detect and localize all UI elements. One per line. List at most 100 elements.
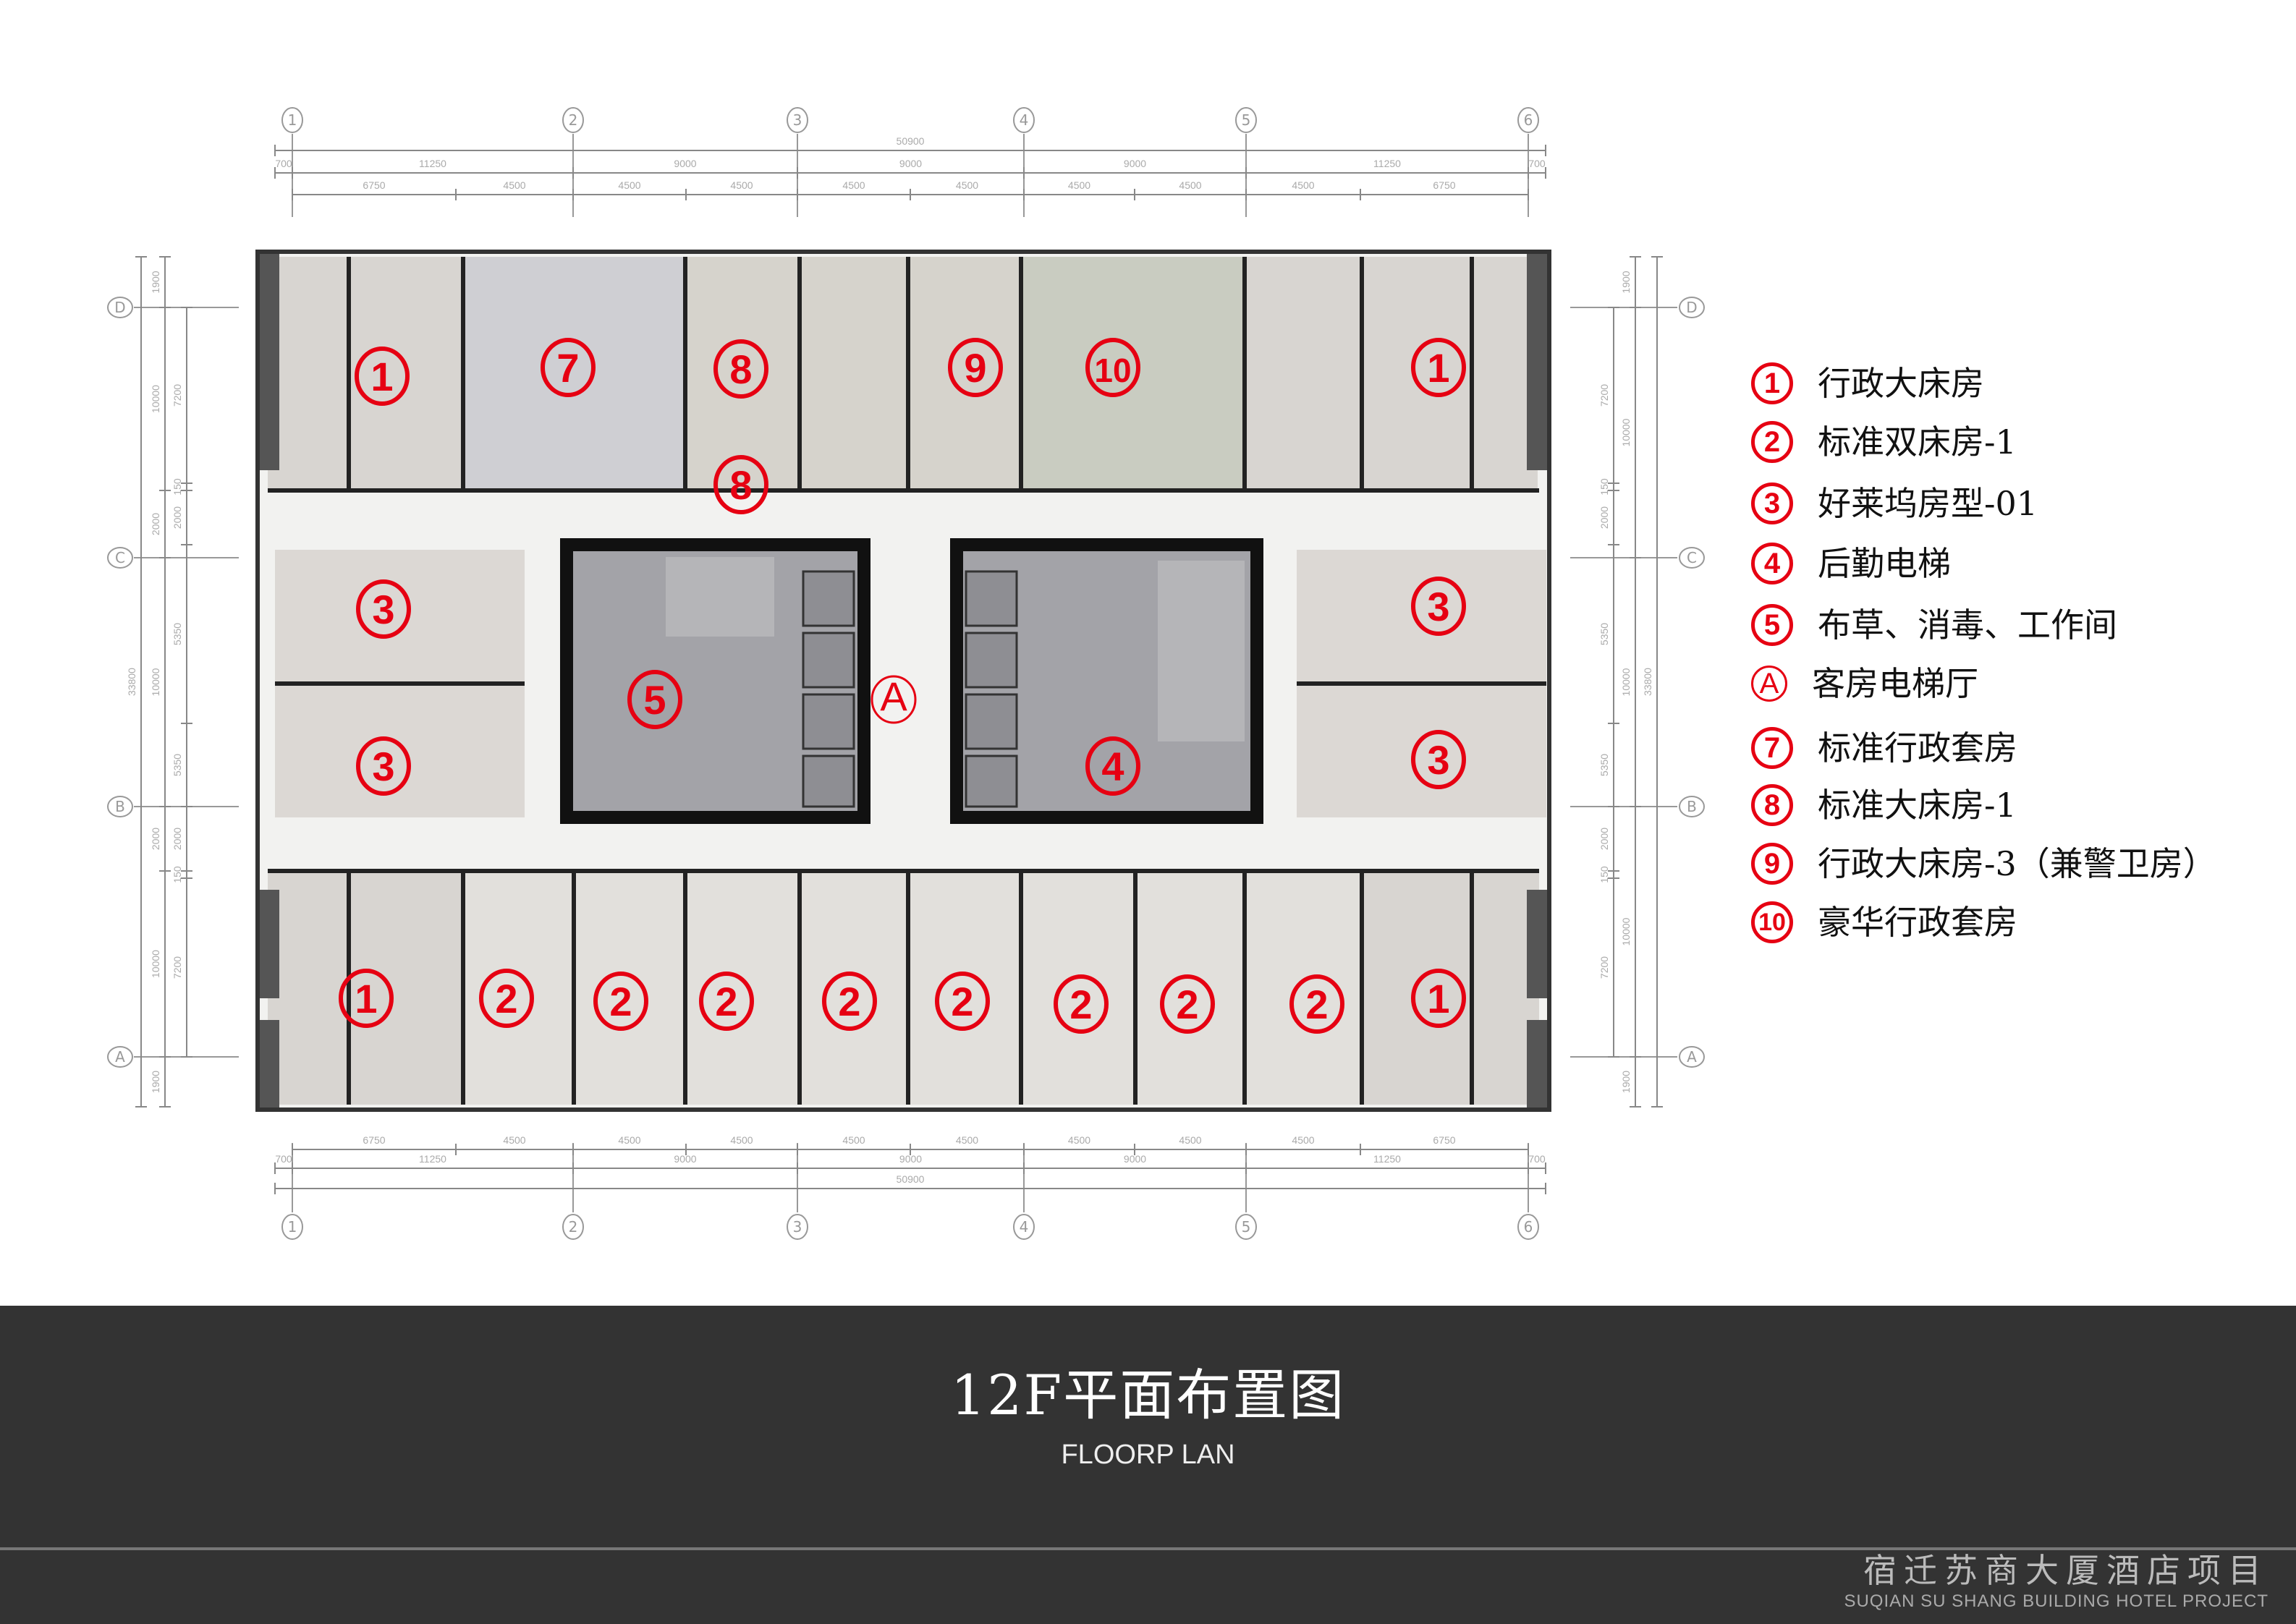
dim-bottom-sub-label: 4500	[1179, 1134, 1201, 1146]
legend-label: 标准行政套房	[1818, 728, 2017, 768]
marker-circle	[713, 339, 768, 399]
marker-circle	[1411, 338, 1466, 397]
room-1-top-left	[268, 257, 463, 490]
legend-marker-icon: 3	[1751, 482, 1793, 524]
dim-top-sub-label: 6750	[363, 179, 385, 191]
room-marker-4: 4	[1085, 736, 1140, 796]
grid-label: 5	[1242, 1218, 1251, 1236]
marker-circle	[948, 338, 1003, 397]
marker-label: 3	[372, 587, 394, 632]
marker-label: 8	[729, 347, 752, 392]
project-name-en: SUQIAN SU SHANG BUILDING HOTEL PROJECT	[1844, 1591, 2269, 1611]
dim-right-inner-label: 5350	[1598, 623, 1610, 645]
room-marker-8: 8	[713, 455, 768, 514]
dim-left-mid-label: 10000	[150, 385, 161, 413]
grid-label: 1	[288, 111, 297, 129]
grid-label: B	[1687, 798, 1697, 815]
legend-marker-icon: A	[1751, 666, 1787, 702]
dim-right-inner-label: 5350	[1598, 754, 1610, 776]
marker-circle	[1085, 736, 1140, 796]
legend-marker-icon: 2	[1751, 421, 1793, 463]
footer-band: 12F平面布置图 FLOORP LAN 宿迁苏商大厦酒店项目 SUQIAN SU…	[0, 1306, 2296, 1624]
marker-label: 10	[1094, 352, 1131, 389]
legend-label: 行政大床房-3（兼警卫房）	[1818, 843, 2216, 883]
dim-left-inner-label: 5350	[171, 623, 183, 645]
grid-label: 2	[569, 1218, 578, 1236]
grid-label: 5	[1242, 111, 1251, 129]
marker-label: 3	[1427, 737, 1449, 783]
dim-bottom-sub-label: 4500	[1292, 1134, 1314, 1146]
room-marker-2: 2	[699, 972, 754, 1031]
grid-label: 1	[288, 1218, 297, 1236]
room-marker-2: 2	[1160, 974, 1215, 1034]
dim-left-mid-label: 10000	[150, 950, 161, 978]
grid-bubble	[1517, 1214, 1539, 1240]
marker-circle	[822, 972, 877, 1031]
marker-label: 1	[1427, 345, 1449, 391]
dim-bottom-total-label: 50900	[897, 1173, 925, 1185]
marker-label: 2	[951, 979, 973, 1024]
dim-bottom-bays-label: 9000	[1124, 1153, 1146, 1165]
legend-label: 行政大床房	[1818, 363, 1984, 403]
grid-bubble	[281, 1214, 303, 1240]
legend-label: 标准双床房-1	[1818, 422, 2017, 462]
room-1-bottom-right	[1362, 871, 1539, 1105]
project-name-cn: 宿迁苏商大厦酒店项目	[1863, 1551, 2269, 1590]
exterior-wall	[255, 250, 1551, 1112]
grid-label: A	[1687, 1048, 1697, 1066]
marker-circle	[339, 969, 394, 1028]
dim-top-sub-label: 4500	[730, 179, 753, 191]
grid-label: 6	[1524, 111, 1533, 129]
marker-label: 2	[1069, 982, 1092, 1027]
legend-label: 客房电梯厅	[1812, 663, 1978, 703]
dim-bottom-bays-label: 11250	[419, 1153, 446, 1165]
legend-marker-icon: 1	[1751, 362, 1793, 404]
grid-bubble	[787, 1214, 808, 1240]
grid-bubble	[1679, 547, 1705, 569]
partition-walls	[268, 257, 1546, 1105]
legend-marker-icon: 8	[1751, 784, 1793, 826]
legend-marker-icon: 4	[1751, 543, 1793, 584]
dim-right-inner-label: 7200	[1598, 956, 1610, 979]
grid-label: 6	[1524, 1218, 1533, 1236]
legend-item: 1 行政大床房	[1751, 358, 1984, 409]
dim-right-mid-label: 10000	[1620, 668, 1632, 696]
grid-bubble	[107, 1046, 133, 1068]
marker-circle	[1411, 969, 1466, 1028]
marker-label: 3	[1427, 584, 1449, 629]
room-marker-2: 2	[479, 969, 534, 1028]
bottom-twin-rooms	[463, 871, 1362, 1105]
marker-label: 1	[370, 354, 393, 399]
marker-label: 2	[838, 979, 860, 1024]
grid-label: C	[1687, 549, 1697, 566]
dim-right-inner-label: 150	[1598, 866, 1610, 883]
marker-label: 2	[495, 976, 517, 1021]
dim-left-mid-label: 2000	[150, 828, 161, 850]
legend-label: 豪华行政套房	[1818, 902, 2017, 942]
marker-label: 2	[1176, 982, 1198, 1027]
marker-label: 5	[643, 677, 666, 723]
room-marker-8: 8	[713, 339, 768, 399]
marker-circle	[713, 455, 768, 514]
grid-label: B	[115, 798, 125, 815]
dim-top-bays-label: 9000	[899, 158, 922, 169]
dim-left-inner-label: 150	[171, 866, 183, 883]
marker-circle	[593, 972, 648, 1031]
dim-left-mid-label: 1900	[150, 1071, 161, 1093]
room-marker-2: 2	[1289, 974, 1344, 1034]
dim-bottom-sub-label: 4500	[842, 1134, 865, 1146]
room-marker-2: 2	[1054, 974, 1109, 1034]
room-marker-3: 3	[1411, 730, 1466, 789]
grid-label: C	[115, 549, 125, 566]
marker-circle	[356, 736, 411, 796]
marker-label: 4	[1101, 744, 1124, 789]
dimension-lines	[134, 134, 1677, 1212]
grid-bubble	[107, 547, 133, 569]
